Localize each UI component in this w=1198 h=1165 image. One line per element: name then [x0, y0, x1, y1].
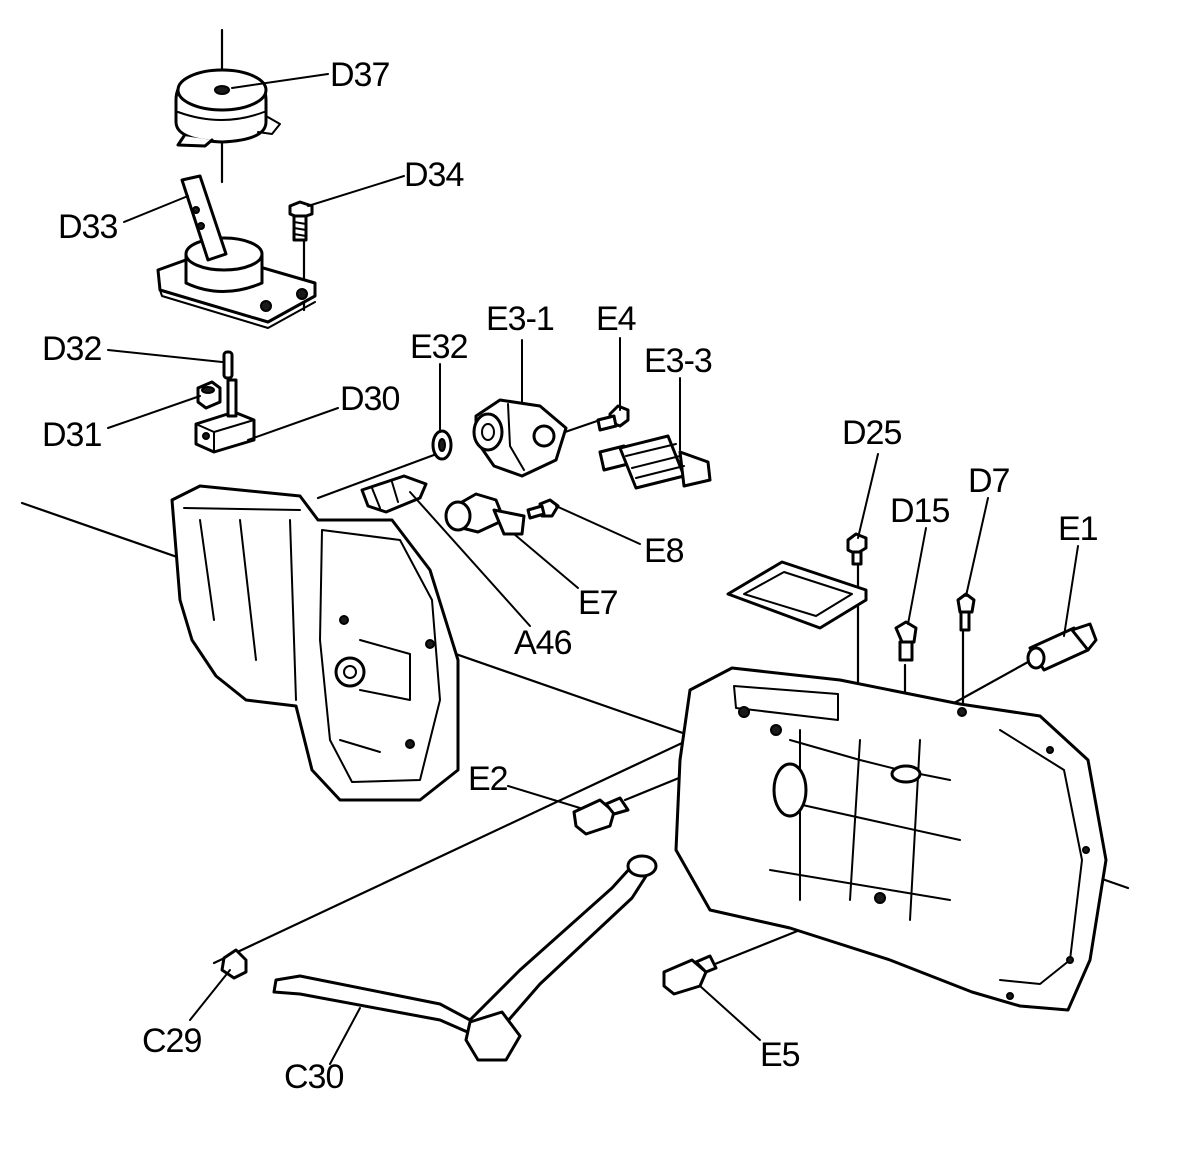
label-e3-1: E3-1 [486, 300, 554, 338]
part-d34-bolt [288, 200, 314, 242]
part-e2-plug [572, 796, 630, 836]
label-d25: D25 [842, 414, 901, 452]
part-e3-3-sensor [598, 434, 712, 490]
part-main-transmission-case [674, 666, 1108, 1012]
part-top-cover-plate [726, 560, 868, 630]
part-e8-bolt [526, 498, 560, 520]
label-c30: C30 [284, 1058, 343, 1096]
part-e4-bolt [596, 404, 630, 432]
part-d15-plug [894, 620, 918, 662]
part-d31-bushing [196, 380, 222, 410]
part-e1-switch [1026, 622, 1098, 672]
label-d15: D15 [890, 492, 949, 530]
part-a46-fork [360, 474, 428, 514]
label-d32: D32 [42, 330, 101, 368]
label-e8: E8 [644, 532, 684, 570]
part-c30-breather-tube [272, 854, 658, 1062]
label-e1: E1 [1058, 510, 1098, 548]
label-d33: D33 [58, 208, 117, 246]
label-d7: D7 [968, 462, 1010, 500]
label-d30: D30 [340, 380, 399, 418]
part-e7-sensor [444, 492, 526, 536]
label-a46: A46 [514, 624, 572, 662]
part-e5-switch [662, 954, 718, 996]
leader-lines [107, 73, 1079, 1065]
part-d32-pin [222, 350, 234, 380]
part-d25-bolt [846, 532, 868, 566]
label-e32: E32 [410, 328, 468, 366]
part-d37-shift-cover [174, 68, 281, 148]
part-labels: D37 D34 D33 D32 D31 D30 E32 E3-1 E4 E3-3… [42, 56, 1099, 1096]
part-d7-plug [956, 592, 976, 632]
label-d37: D37 [330, 56, 389, 94]
part-extension-housing [170, 484, 460, 802]
part-e32-washer [431, 429, 453, 461]
part-e3-1-housing [472, 398, 568, 478]
part-d30-selector [194, 378, 256, 454]
part-d33-shift-lever-base [156, 174, 317, 329]
part-c29-clip [220, 948, 248, 980]
label-c29: C29 [142, 1022, 201, 1060]
label-e2: E2 [468, 760, 508, 798]
label-d34: D34 [404, 156, 463, 194]
label-e7: E7 [578, 584, 618, 622]
label-d31: D31 [42, 416, 101, 454]
label-e3-3: E3-3 [644, 342, 712, 380]
label-e4: E4 [596, 300, 636, 338]
label-e5: E5 [760, 1036, 800, 1074]
